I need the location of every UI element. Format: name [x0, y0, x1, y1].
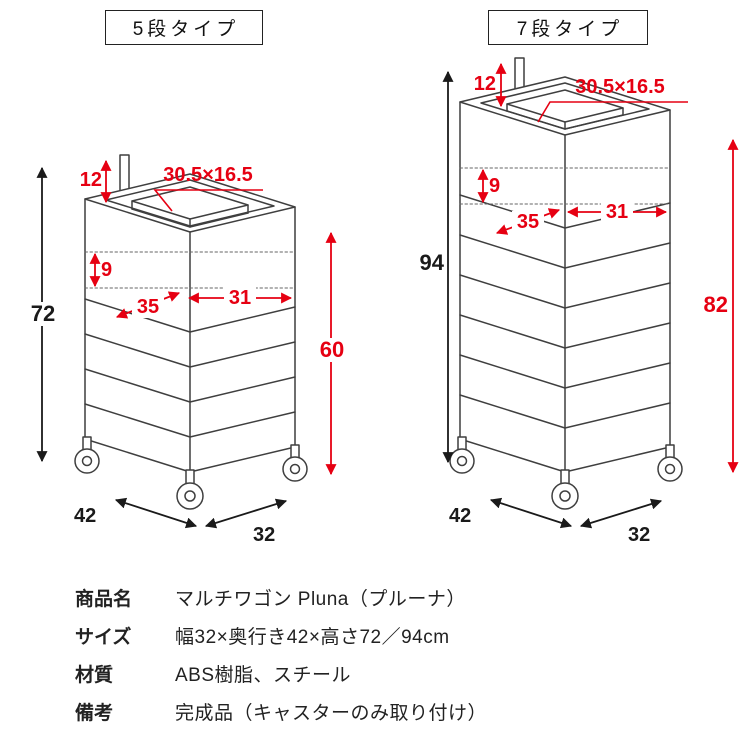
- cart-7-drawing: [449, 57, 683, 510]
- cart-5-drawing: [74, 154, 308, 510]
- dim-7tier-handle-height: 12: [473, 73, 496, 95]
- cart-5-tray-dotted-lines: [84, 251, 296, 289]
- spec-row-size: サイズ 幅32×奥行き42×高さ72／94cm: [75, 626, 695, 650]
- spec-row-notes: 備考 完成品（キャスターのみ取り付け）: [75, 702, 695, 726]
- dim-5tier-body-height: 60: [315, 338, 349, 362]
- dim-5tier-width: 32: [253, 524, 276, 546]
- cart-7-dimension-arrows: [442, 62, 739, 529]
- dim-5tier-tray-depth: 9: [101, 259, 113, 281]
- cart-5-opening-leader: [153, 189, 263, 212]
- spec-value: 幅32×奥行き42×高さ72／94cm: [175, 627, 450, 648]
- type-label-7tier: 7段タイプ: [488, 10, 648, 45]
- spec-label: 備考: [75, 703, 114, 724]
- dim-7tier-tray-depth: 9: [489, 175, 501, 197]
- dim-7tier-inner-depth: 35: [512, 211, 544, 233]
- spec-label: 商品名: [75, 589, 133, 610]
- dim-7tier-top-opening: 30.5×16.5: [575, 76, 665, 98]
- spec-label: 材質: [75, 665, 114, 686]
- spec-value: 完成品（キャスターのみ取り付け）: [175, 703, 488, 724]
- dim-7tier-inner-width: 31: [601, 201, 633, 223]
- dim-5tier-handle-height: 12: [79, 169, 102, 191]
- type-label-5tier: 5段タイプ: [105, 10, 263, 45]
- dim-7tier-depth: 42: [449, 505, 472, 527]
- dim-5tier-total-height: 72: [26, 302, 60, 326]
- cart-5-tier-lines: [84, 298, 296, 438]
- spec-value: マルチワゴン Pluna（プルーナ）: [175, 589, 466, 610]
- spec-row-product-name: 商品名 マルチワゴン Pluna（プルーナ）: [75, 588, 695, 612]
- dim-5tier-depth: 42: [74, 505, 97, 527]
- cart-7-tray-dotted-lines: [459, 167, 671, 205]
- spec-row-material: 材質 ABS樹脂、スチール: [75, 664, 695, 688]
- cart-7-opening-leader: [537, 101, 688, 123]
- spec-label: サイズ: [75, 627, 132, 648]
- dim-5tier-top-opening: 30.5×16.5: [163, 164, 253, 186]
- cart-5-top-opening: [131, 186, 249, 220]
- dim-7tier-total-height: 94: [419, 250, 444, 275]
- dim-5tier-inner-width: 31: [224, 287, 256, 309]
- spec-value: ABS樹脂、スチール: [175, 665, 352, 686]
- dim-5tier-inner-depth: 35: [132, 296, 164, 318]
- dim-7tier-body-height: 82: [703, 292, 728, 317]
- dim-7tier-width: 32: [628, 524, 651, 546]
- spec-table: 商品名 マルチワゴン Pluna（プルーナ） サイズ 幅32×奥行き42×高さ7…: [75, 588, 695, 740]
- cart-7-top-opening: [506, 89, 624, 123]
